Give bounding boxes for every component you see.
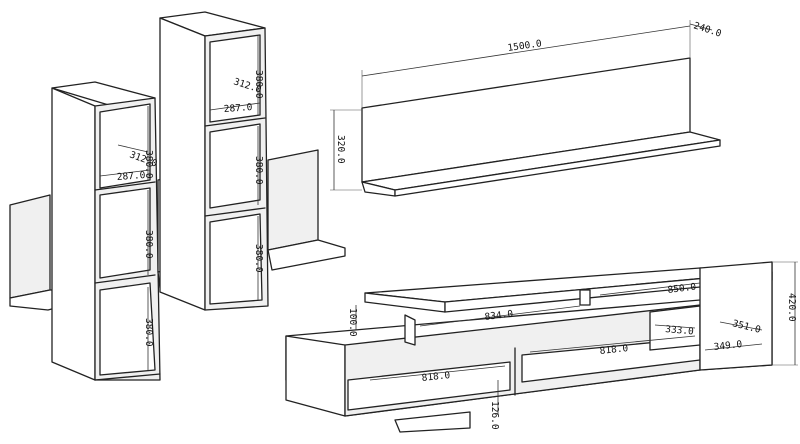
tall-right-side [159,17,206,311]
tall-unit-left [9,81,191,381]
dim-tv-inner-depth: 333.0 [665,324,695,337]
dim-shelf-height: 320.0 [335,135,346,164]
wall-shelf [330,20,721,197]
side-board-left [9,194,51,299]
dim-tv-drawer-left: 818.0 [421,370,451,384]
dim-tv-drawer-right: 818.0 [599,343,629,357]
tv-side-right [699,261,773,371]
dim-shelf-width: 1500.0 [507,38,543,54]
dim-tv-plinth: 126.0 [489,401,500,430]
dim-right-width: 287.0 [223,102,253,115]
tv-drawer-left [347,361,511,411]
dim-tv-top-width: 834.0 [484,309,514,323]
tall-right-cavity-low [209,213,263,305]
dim-tv-side-inner: 349.0 [713,339,743,353]
tall-unit-right [159,11,346,311]
tall-right-cavity-mid [209,123,261,209]
dim-right-mid: 380.0 [253,156,264,185]
tv-support-left [404,314,416,346]
dim-left-low: 380.0 [143,318,154,347]
tv-support-mid [579,289,591,306]
dim-tv-top-height: 100.0 [347,308,358,337]
dim-left-width: 287.0 [116,170,146,183]
dim-tv-side-width: 850.0 [667,282,697,296]
tall-left-cavity-top [99,103,151,189]
side-board-right [267,149,319,251]
tall-right-cavity-top [209,34,261,123]
dim-tv-height: 420.0 [786,293,797,322]
tall-left-cavity-mid [99,187,151,279]
dim-shelf-depth: 240.0 [692,20,723,39]
dim-right-height: 380.0 [253,70,264,99]
dim-left-height: 380.0 [143,150,154,179]
dim-left-mid: 380.0 [143,230,154,259]
wall-shelf-front [394,139,721,197]
tall-left-side [51,87,96,381]
tv-plinth [394,411,471,433]
tv-unit [285,261,798,433]
tv-side-left [285,335,346,417]
tall-left-cavity-low [99,282,156,376]
dim-right-low: 380.0 [253,244,264,273]
side-shelf-right [267,239,346,271]
